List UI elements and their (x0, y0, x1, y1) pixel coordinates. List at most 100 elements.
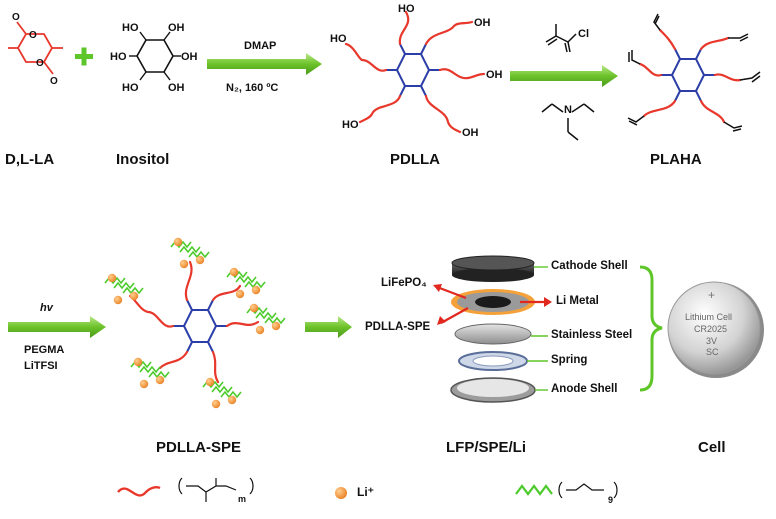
light-trigger-label: hv (40, 302, 53, 314)
methacryloyl-chloride-structure (545, 24, 577, 53)
anode-shell-disk (450, 377, 536, 403)
part-anode-shell: Anode Shell (551, 383, 618, 395)
svg-text:HO: HO (342, 119, 359, 131)
coin-cell-text-4: SC (706, 347, 719, 357)
peg-brush (211, 385, 233, 394)
peg-brush (139, 365, 161, 374)
spring-disk (458, 351, 528, 371)
assembly-bracket (639, 265, 663, 392)
lithium-ion (205, 377, 215, 387)
plus-icon (75, 47, 93, 66)
catalyst-label: DMAP (244, 40, 277, 52)
product-plaha-label: PLAHA (650, 151, 702, 168)
stainless-steel-disk (454, 323, 532, 345)
legend-pla-swatch (117, 477, 254, 502)
inositol-structure: HO OH OH HO HO OH (110, 22, 198, 94)
condition-label: N₂, 160 ºC (226, 82, 279, 94)
svg-text:OH: OH (462, 127, 479, 139)
peg-brush (255, 311, 277, 320)
svg-text:O: O (29, 30, 37, 41)
lactide-atoms: O O O O (12, 12, 58, 87)
assembly-title: LFP/SPE/Li (446, 439, 527, 456)
svg-text:HO: HO (398, 3, 415, 15)
lithium-ion (113, 295, 123, 305)
pegma-label: PEGMA (24, 344, 65, 356)
amine-atom-label: N (564, 104, 572, 116)
lithium-ion (107, 273, 117, 283)
lithium-ion (229, 267, 239, 277)
product-spe-label: PDLLA-SPE (156, 439, 242, 456)
triethylamine-structure (541, 103, 595, 141)
peg-brush (122, 286, 144, 295)
svg-text:OH: OH (474, 17, 491, 29)
product-pdlla-label: PDLLA (390, 151, 440, 168)
lithium-ion (249, 303, 259, 313)
part-stainless-steel: Stainless Steel (551, 329, 633, 341)
legend-pla-subscript: m (238, 494, 247, 504)
plaha-structure (627, 13, 761, 132)
litfsi-label: LiTFSI (24, 360, 58, 372)
peg-brush (235, 275, 257, 284)
lithium-ion (227, 395, 237, 405)
arrow-icon (305, 316, 352, 338)
legend-li-swatch (335, 487, 347, 499)
svg-text:OH: OH (168, 22, 185, 34)
svg-text:HO: HO (122, 22, 139, 34)
svg-text:O: O (50, 76, 58, 87)
pdlla-spe-structure (104, 237, 286, 409)
peg-brush (244, 280, 266, 289)
cathode-shell-disk (451, 255, 535, 282)
arrow-icon (8, 316, 106, 338)
lithium-ion (235, 289, 245, 299)
legend-peg-swatch (515, 481, 618, 499)
lithium-ion (139, 379, 149, 389)
legend-peg-subscript: 9 (608, 495, 614, 505)
reactant-lactide-label: D,L-LA (5, 151, 55, 168)
peg-brush (113, 281, 135, 290)
svg-text:OH: OH (168, 82, 185, 94)
lithium-ion (179, 259, 189, 269)
pointer-arrows (433, 284, 552, 325)
peg-brush (179, 245, 201, 254)
lithium-ion (173, 237, 183, 247)
lactide-structure (8, 21, 63, 75)
part-spring: Spring (551, 354, 588, 366)
coin-cell-text-3: 3V (706, 336, 718, 346)
li-metal-spe-disk (451, 289, 535, 315)
pdlla-structure: HO OH OH OH HO HO (330, 3, 503, 139)
svg-text:HO: HO (110, 51, 127, 63)
lithium-ion (133, 357, 143, 367)
peg-brush (264, 316, 286, 325)
reactant-inositol-label: Inositol (116, 151, 170, 168)
svg-text:O: O (36, 58, 44, 69)
coin-cell-icon: + (667, 281, 764, 378)
part-cathode-shell: Cathode Shell (551, 260, 628, 272)
peg-brush (188, 250, 210, 259)
lithium-ion (129, 291, 139, 301)
svg-text:O: O (12, 12, 20, 23)
arrow-icon (510, 65, 618, 87)
lithium-ion (251, 285, 261, 295)
peg-brush (148, 370, 170, 379)
legend-li-label: Li⁺ (357, 485, 374, 499)
lithium-ion (271, 321, 281, 331)
lifepo4-label: LiFePO₄ (381, 277, 427, 289)
coin-cell-text-2: CR2025 (694, 324, 728, 334)
leader-lines (527, 266, 548, 391)
lithium-ion (255, 325, 265, 335)
chloride-atom-label: Cl (578, 28, 589, 40)
svg-text:OH: OH (181, 51, 198, 63)
lithium-ion (211, 399, 221, 409)
part-li-metal: Li Metal (556, 295, 599, 307)
cell-title: Cell (698, 439, 726, 456)
lithium-ion (195, 255, 205, 265)
svg-text:HO: HO (330, 33, 347, 45)
svg-text:OH: OH (486, 69, 503, 81)
coin-cell-text-1: Lithium Cell (685, 312, 733, 322)
arrow-icon (207, 53, 322, 75)
pdlla-spe-layer-label: PDLLA-SPE (365, 321, 431, 333)
svg-text:+: + (708, 288, 715, 302)
svg-text:HO: HO (122, 82, 139, 94)
peg-brush (220, 390, 242, 399)
